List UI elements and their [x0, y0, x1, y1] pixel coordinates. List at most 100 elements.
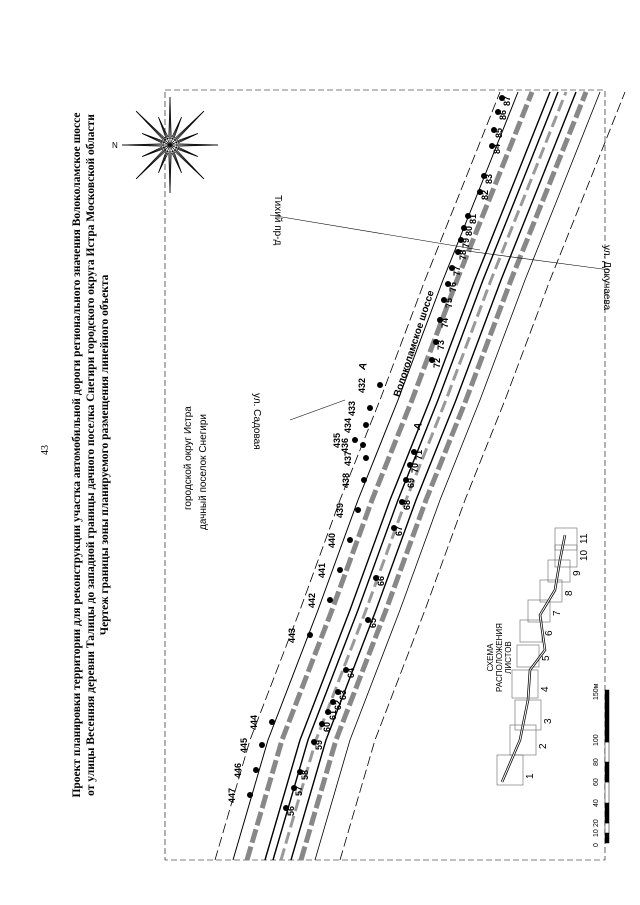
- boundary-point-label: 436: [340, 438, 350, 453]
- boundary-point-marker: [259, 742, 265, 748]
- carriageway-axis: [279, 91, 568, 861]
- boundary-point-label: 56: [286, 806, 296, 816]
- scale-tick-label: 40: [593, 799, 600, 807]
- boundary-point-marker: [481, 173, 487, 179]
- boundary-point-marker: [327, 597, 333, 603]
- boundary-point-marker: [458, 237, 464, 243]
- schema-sheet-box: [554, 527, 578, 551]
- boundary-point-marker: [253, 767, 259, 773]
- boundary-point-marker: [360, 442, 366, 448]
- boundary-point-marker: [367, 405, 373, 411]
- boundary-point-label: 65: [368, 618, 378, 628]
- boundary-point-marker: [491, 127, 497, 133]
- boundary-point-label: 66: [376, 576, 386, 586]
- boundary-point-label: 433: [347, 401, 357, 416]
- boundary-point-label: 81: [468, 214, 478, 224]
- compass-rose-icon: N: [112, 96, 219, 194]
- map-frame: [164, 89, 606, 861]
- scale-segment: [604, 832, 610, 844]
- road-edge: [232, 91, 519, 861]
- red-line-boundary: [214, 91, 501, 861]
- boundary-point-marker: [337, 567, 343, 573]
- boundary-point-label: 435: [332, 433, 342, 448]
- schema-sheet-box: [511, 669, 539, 699]
- boundary-point-marker: [391, 525, 397, 531]
- side-street-line: [269, 214, 481, 251]
- boundary-point-label: 84: [492, 144, 502, 154]
- boundary-point-label: 78: [458, 250, 468, 260]
- schema-sheet-box: [527, 599, 551, 623]
- scale-tick-label: 0: [593, 843, 600, 847]
- boundary-point-marker: [347, 537, 353, 543]
- boundary-point-marker: [283, 805, 289, 811]
- boundary-point-label: 57: [294, 786, 304, 796]
- boundary-point-marker: [489, 143, 495, 149]
- boundary-point-label: 437: [343, 451, 353, 466]
- schema-sheet-number: 10: [579, 549, 590, 561]
- boundary-point-label: 87: [502, 96, 512, 106]
- scale-segment: [604, 802, 610, 824]
- boundary-point-label: 77: [452, 266, 462, 276]
- boundary-point-label: 76: [448, 282, 458, 292]
- compass-north-label: N: [112, 141, 118, 150]
- boundary-point-marker: [373, 575, 379, 581]
- schema-sheet-number: 7: [552, 610, 563, 616]
- road-edge: [314, 91, 601, 861]
- boundary-point-marker: [311, 739, 317, 745]
- red-line-boundary: [339, 91, 626, 861]
- boundary-point-marker: [499, 95, 505, 101]
- boundary-point-label: 72: [432, 358, 442, 368]
- carriageway-edge: [272, 91, 559, 861]
- boundary-point-marker: [335, 689, 341, 695]
- schema-sheet-number: 2: [538, 743, 549, 749]
- scale-tick-label: 100: [593, 734, 600, 746]
- schema-sheet-number: 4: [540, 686, 551, 692]
- boundary-point-marker: [307, 632, 313, 638]
- boundary-point-label: 443: [287, 628, 297, 643]
- boundary-point-label: 74: [440, 318, 450, 328]
- schema-sheet-number: 8: [564, 590, 575, 596]
- scale-segment: [604, 781, 610, 804]
- schema-sheet-number: 1: [525, 773, 536, 779]
- boundary-point-marker: [495, 109, 501, 115]
- boundary-point-label: 75: [444, 298, 454, 308]
- boundary-point-marker: [461, 225, 467, 231]
- boundary-point-label: 434: [343, 418, 353, 433]
- boundary-point-marker: [449, 265, 455, 271]
- scale-segment: [604, 761, 610, 783]
- boundary-point-label: 446: [233, 763, 243, 778]
- boundary-point-marker: [433, 339, 439, 345]
- schema-road-line: [501, 534, 566, 783]
- boundary-point-label: 444: [249, 715, 259, 730]
- boundary-point-marker: [477, 189, 483, 195]
- planned-zone-boundary-upper: [244, 91, 535, 861]
- schema-sheet-number: 5: [541, 655, 552, 661]
- boundary-point-marker: [429, 357, 435, 363]
- scale-segment: [604, 689, 610, 743]
- boundary-point-label: 58: [300, 770, 310, 780]
- boundary-point-label: 445: [239, 738, 249, 753]
- side-street-line: [289, 399, 346, 421]
- boundary-point-marker: [355, 507, 361, 513]
- boundary-point-label: 447: [227, 788, 237, 803]
- boundary-point-label: 438: [341, 473, 351, 488]
- boundary-point-label: 441: [317, 563, 327, 578]
- scale-tick-label: 20: [593, 819, 600, 827]
- planned-zone-boundary-lower: [298, 91, 589, 861]
- boundary-point-label: 59: [314, 740, 324, 750]
- boundary-point-marker: [269, 719, 275, 725]
- schema-sheet-number: 6: [544, 630, 555, 636]
- carriageway-edge: [290, 91, 577, 861]
- boundary-point-label: 73: [436, 340, 446, 350]
- side-street-line: [459, 249, 611, 271]
- scale-segment: [604, 741, 610, 763]
- scale-tick-label: 10: [593, 829, 600, 837]
- boundary-point-label: 64: [346, 668, 356, 678]
- boundary-point-marker: [403, 477, 409, 483]
- boundary-point-marker: [247, 792, 253, 798]
- boundary-point-marker: [377, 382, 383, 388]
- boundary-point-marker: [363, 422, 369, 428]
- boundary-point-label: 70: [410, 463, 420, 473]
- boundary-point-marker: [411, 449, 417, 455]
